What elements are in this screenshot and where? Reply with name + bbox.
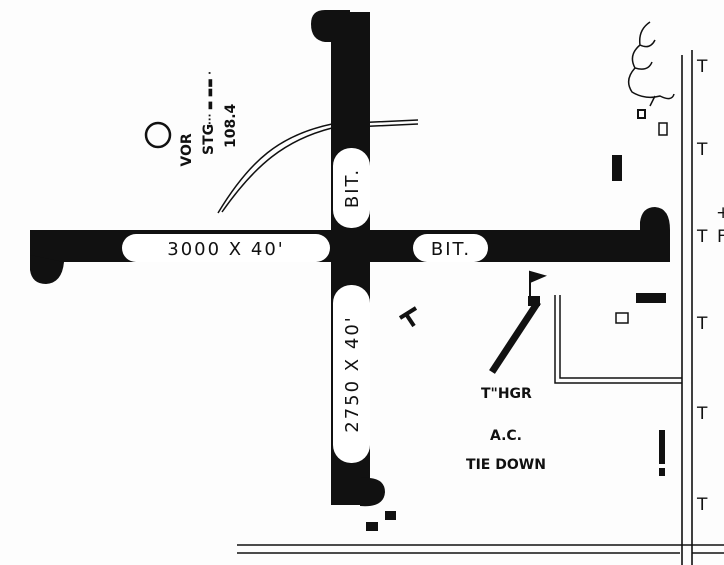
horizontal-runway-dimensions: 3000 X 40' xyxy=(167,239,284,260)
building xyxy=(385,511,396,520)
horizontal-runway-surface: BIT. xyxy=(431,239,471,260)
road-marker-t: T xyxy=(696,314,708,334)
apron-fence xyxy=(554,295,682,384)
runway-label-pill xyxy=(333,285,370,463)
building xyxy=(636,293,666,303)
road-marker-t: T xyxy=(696,140,708,160)
edge-plus: + xyxy=(716,203,724,223)
vor-label: VOR xyxy=(179,133,195,166)
access-road xyxy=(217,119,419,214)
building xyxy=(612,155,622,181)
vor-frequency: 108.4 xyxy=(223,103,239,148)
vor-ident: STG xyxy=(201,124,217,155)
vor-circle-icon xyxy=(144,121,172,149)
perimeter-road xyxy=(237,50,724,565)
road-marker-t: T xyxy=(696,57,708,77)
tie-down-line2: TIE DOWN xyxy=(466,457,546,473)
vertical-runway-surface: BIT. xyxy=(342,168,363,208)
edge-letter: F xyxy=(717,227,724,247)
surface-label-pill xyxy=(413,234,488,262)
road-marker-t: T xyxy=(696,495,708,515)
building xyxy=(659,468,665,476)
building xyxy=(658,122,668,136)
tie-down-line1: A.C. xyxy=(490,428,522,444)
flag-icon xyxy=(529,270,547,296)
vertical-runway-dimensions: 2750 X 40' xyxy=(342,315,363,432)
vor-morse: ··· ▬ ▬▬ · xyxy=(205,71,216,125)
road-marker-t: T xyxy=(696,227,708,247)
building xyxy=(659,430,665,464)
hangar-label: T"HGR xyxy=(481,386,532,402)
building xyxy=(366,522,378,531)
surface-label-pill xyxy=(333,148,370,228)
road-marker-t: T xyxy=(696,404,708,424)
wind-tee-icon xyxy=(398,306,418,328)
runway-label-pill xyxy=(122,234,330,262)
building xyxy=(637,109,646,119)
tree-icon xyxy=(627,21,675,107)
building xyxy=(615,312,629,324)
hangar-building xyxy=(489,300,541,374)
